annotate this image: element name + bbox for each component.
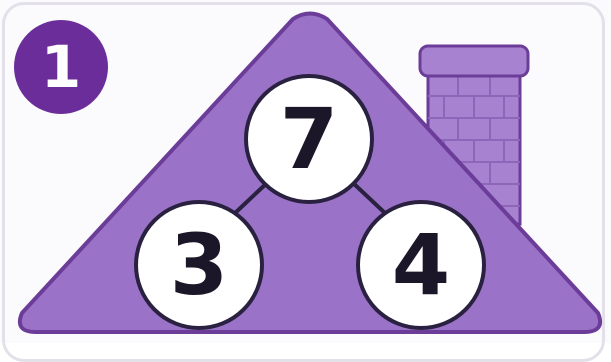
part-circle-left: 3: [134, 200, 264, 330]
part-circle-right: 4: [356, 200, 486, 330]
part-number-left: 3: [170, 223, 228, 307]
question-number-badge: 1: [14, 20, 108, 114]
question-number: 1: [41, 38, 81, 96]
part-number-right: 4: [392, 223, 450, 307]
whole-circle: 7: [244, 74, 374, 204]
whole-number: 7: [280, 97, 338, 181]
question-card: 1 7 3 4: [0, 0, 611, 343]
